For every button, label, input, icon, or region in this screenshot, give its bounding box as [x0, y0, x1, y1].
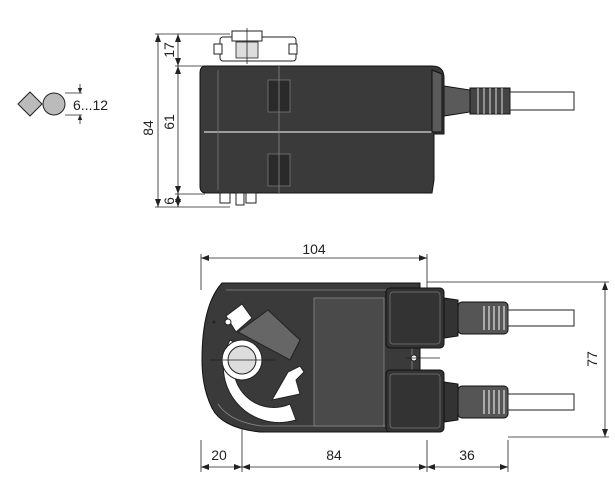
gear-clamp-assembly: [210, 303, 305, 424]
shaft-range-label: 6...12: [73, 97, 108, 113]
side-dim-top: 17: [161, 42, 177, 58]
cable-gland-top: [385, 287, 445, 433]
side-dim-middle: 61: [161, 114, 177, 130]
shaft-clamp: [213, 28, 298, 64]
top-dim-width: 104: [302, 241, 326, 257]
cable-gland-side: [443, 85, 575, 117]
top-dim-middle: 84: [326, 447, 342, 463]
round-shaft-icon: [42, 92, 66, 116]
top-dim-right: 36: [459, 447, 475, 463]
side-dim-total: 84: [140, 120, 156, 136]
top-view: 104 77 20 84 36: [200, 241, 609, 472]
cable-upper: [443, 297, 575, 339]
side-dim-bottom: 6: [161, 197, 177, 205]
top-dim-left: 20: [211, 447, 227, 463]
square-shaft-icon: [17, 91, 43, 117]
cable-lower: [443, 381, 575, 423]
top-dim-height: 77: [584, 351, 600, 367]
side-view: 84 17 61 6: [140, 28, 575, 208]
actuator-housing-side: [199, 65, 445, 206]
shaft-symbol: 6...12: [17, 84, 108, 124]
